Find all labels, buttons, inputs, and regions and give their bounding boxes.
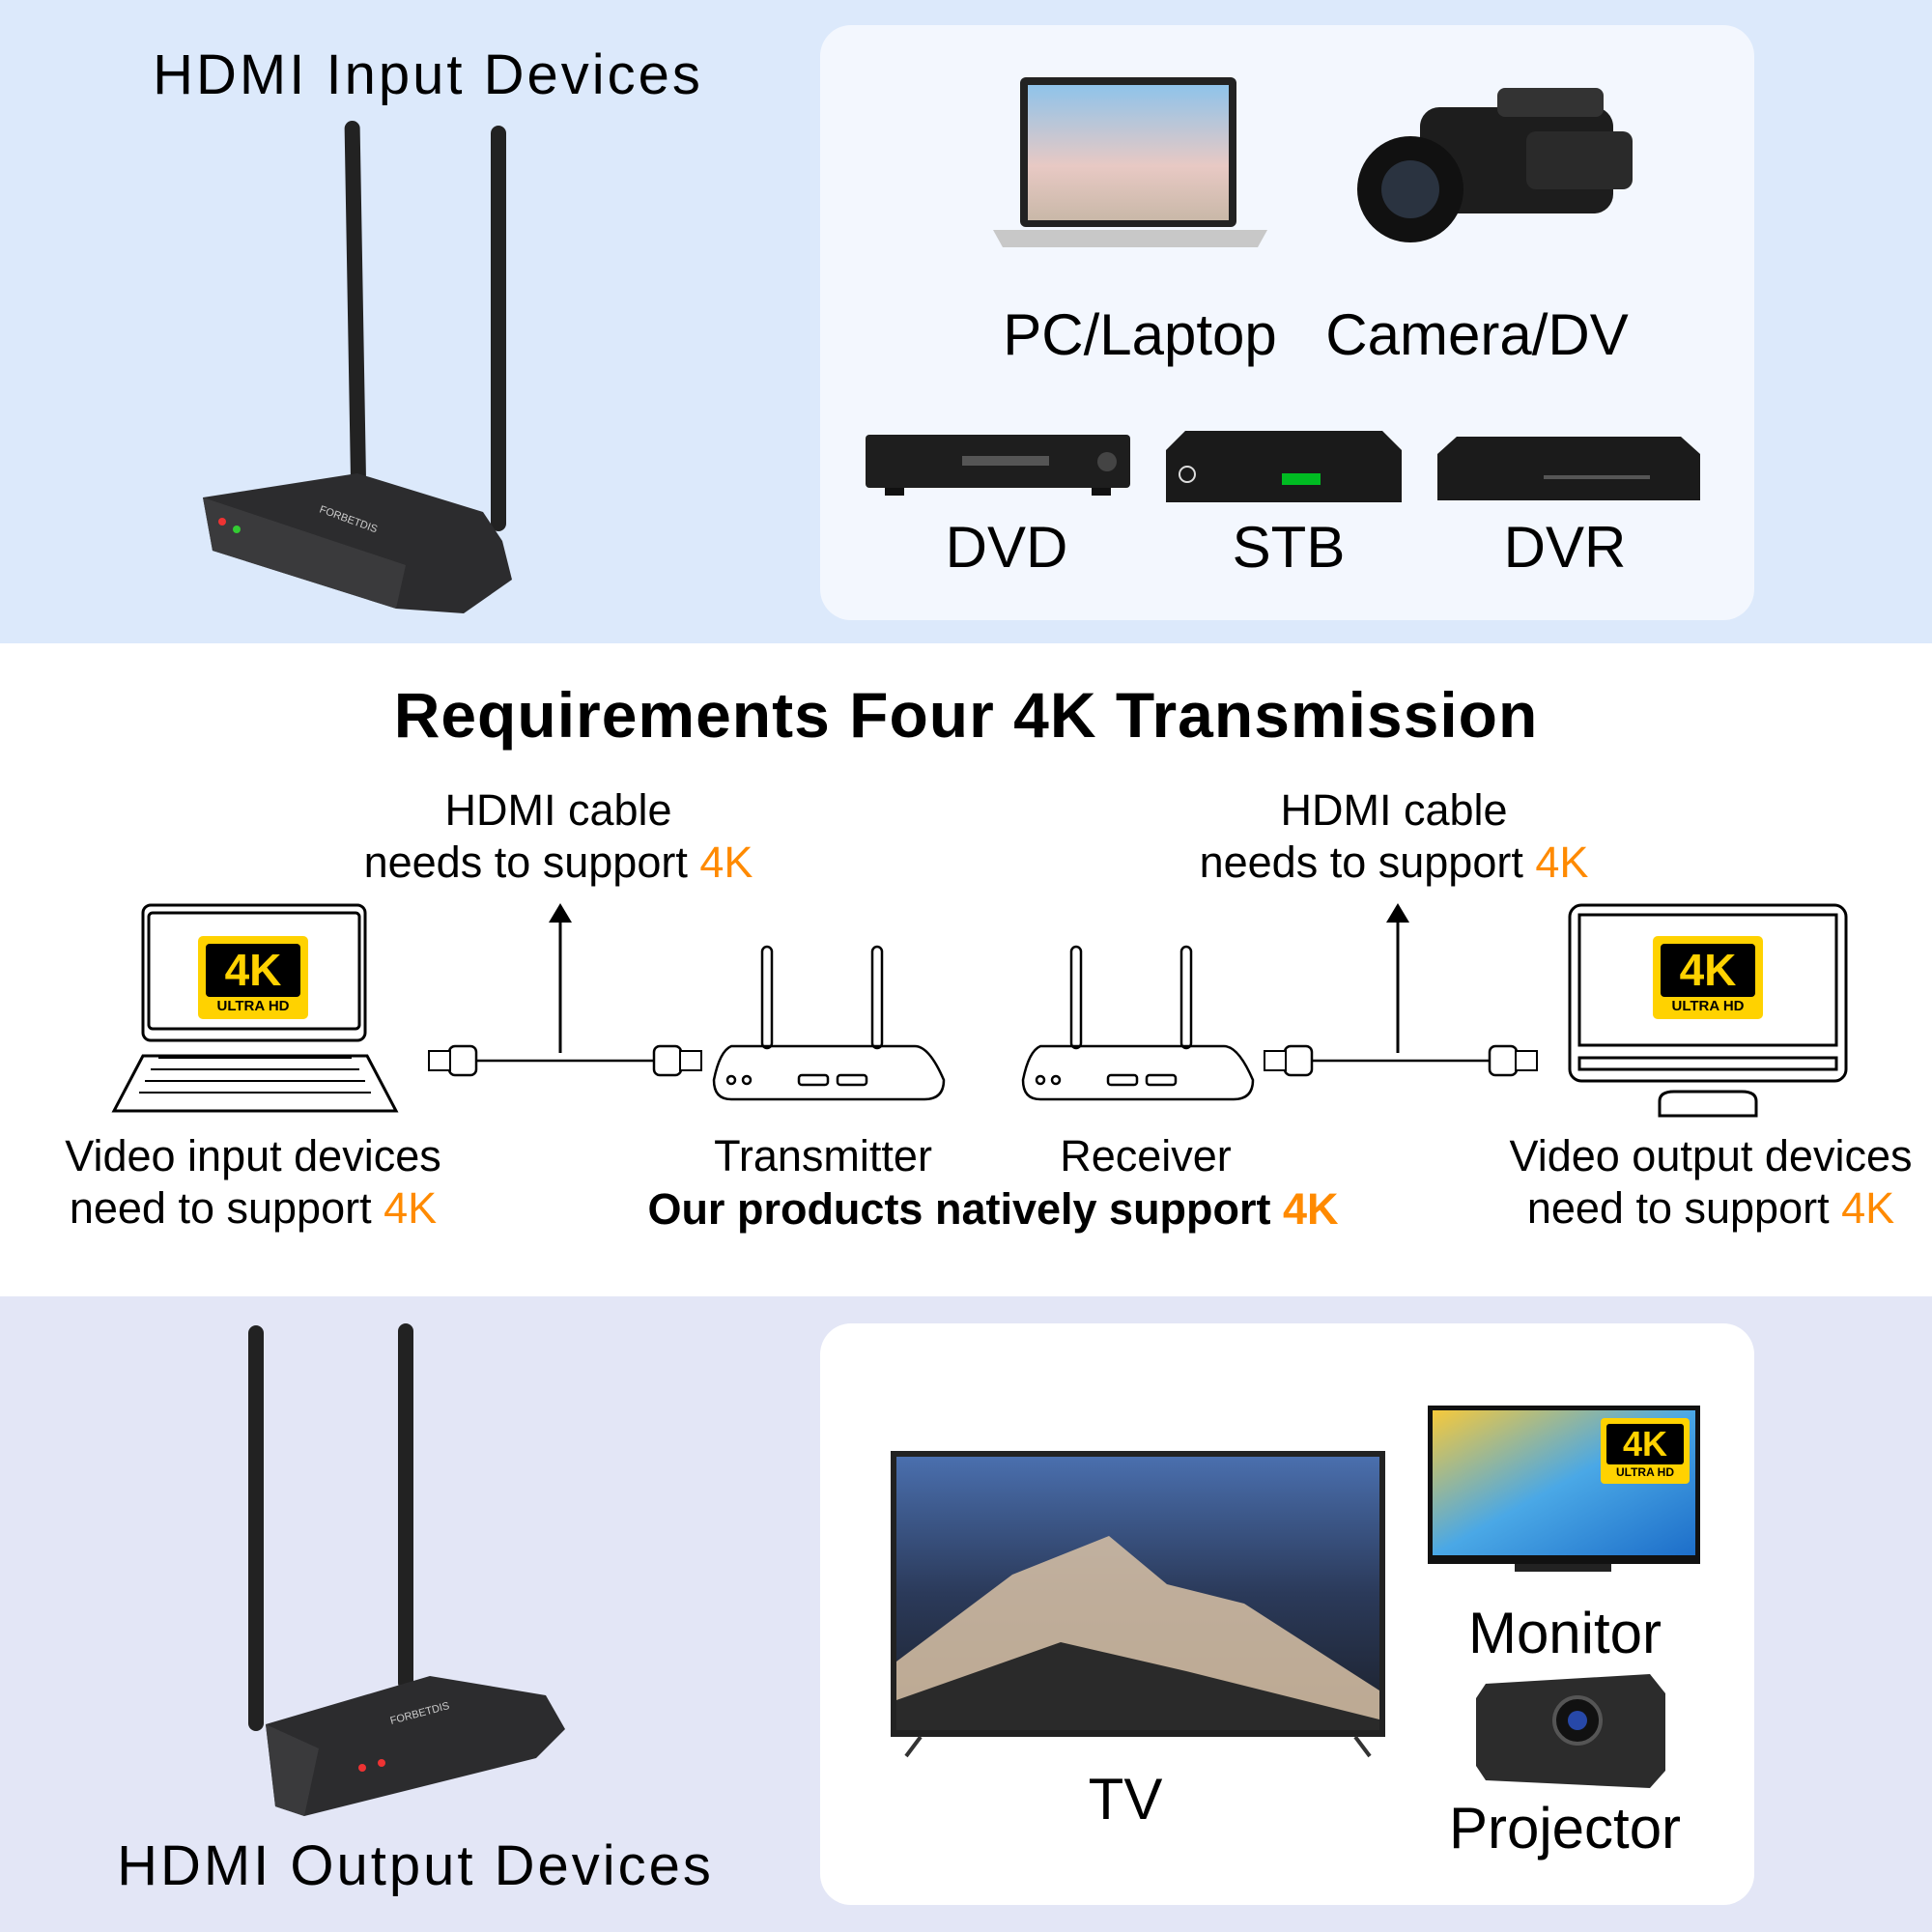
set-top-box-icon <box>1166 431 1402 502</box>
receiver-product-image: FORBETDIS <box>248 1323 565 1816</box>
receiver-outline-icon <box>1021 945 1255 1101</box>
device-label-tv: TV <box>1088 1767 1163 1832</box>
cable-left-line2: needs to support 4K <box>363 838 753 887</box>
device-label-dvd: DVD <box>945 515 1068 580</box>
monitor-outline-icon <box>1568 903 1848 1118</box>
transmitter-label: Transmitter <box>714 1131 932 1180</box>
input-devices-title: HDMI Input Devices <box>153 43 703 106</box>
cable-right-line1: HDMI cable <box>1280 785 1508 835</box>
4k-badge-monitor: 4K ULTRA HD <box>1601 1418 1690 1484</box>
input-label-line2: need to support 4K <box>69 1183 438 1233</box>
device-label-pc-laptop: PC/Laptop <box>1003 302 1277 367</box>
native-support-label: Our products natively support 4K <box>647 1184 1339 1234</box>
requirements-title: Requirements Four 4K Transmission <box>393 679 1539 751</box>
hdmi-cable-left <box>428 903 702 1077</box>
receiver-label: Receiver <box>1060 1131 1232 1180</box>
laptop-icon <box>993 77 1267 247</box>
cable-left-line1: HDMI cable <box>444 785 672 835</box>
camera-icon <box>1357 88 1633 242</box>
4k-badge-output: 4K ULTRA HD <box>1653 936 1763 1019</box>
output-label-line1: Video output devices <box>1509 1131 1913 1180</box>
transmitter-product-image: FORBETDIS <box>203 121 512 613</box>
transmitter-outline-icon <box>712 945 946 1101</box>
device-label-projector: Projector <box>1448 1796 1682 1861</box>
laptop-outline-icon <box>111 903 399 1113</box>
dvd-player-icon <box>866 435 1130 496</box>
device-label-stb: STB <box>1232 515 1346 580</box>
output-devices-title: HDMI Output Devices <box>117 1834 714 1897</box>
4k-badge-input: 4K ULTRA HD <box>198 936 308 1019</box>
output-label-line2: need to support 4K <box>1526 1183 1895 1233</box>
input-label-line1: Video input devices <box>65 1131 441 1180</box>
device-label-dvr: DVR <box>1503 515 1627 580</box>
projector-icon <box>1476 1674 1665 1788</box>
tv-icon <box>891 1451 1385 1758</box>
cable-right-line2: needs to support 4K <box>1199 838 1589 887</box>
hdmi-cable-right <box>1264 903 1538 1077</box>
dvr-icon <box>1437 437 1700 500</box>
device-label-monitor: Monitor <box>1467 1601 1662 1665</box>
device-label-camera-dv: Camera/DV <box>1325 302 1629 367</box>
